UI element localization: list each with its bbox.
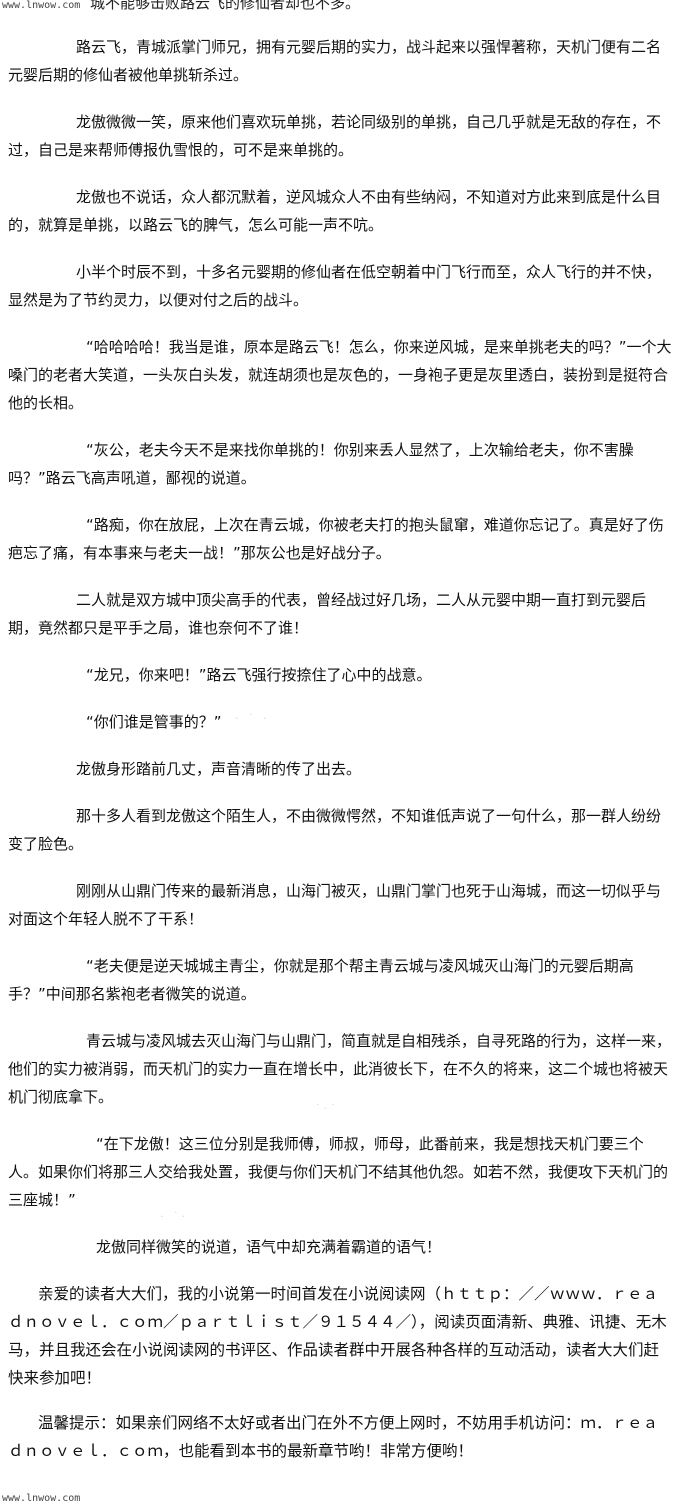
- tip-paragraph: 温馨提示：如果亲们网络不太好或者出门在外不方便上网时，不妨用手机访问：ｍ．ｒｅａ…: [8, 1414, 659, 1460]
- paragraph: “哈哈哈哈！我当是谁，原本是路云飞！怎么，你来逆风城，是来单挑老夫的吗？”一个大…: [8, 338, 672, 412]
- paragraph: 龙傲也不说话，众人都沉默着，逆风城众人不由有些纳闷，不知道对方此来到底是什么目的…: [8, 188, 662, 234]
- paragraph: “你们谁是管事的？”: [86, 713, 222, 731]
- paragraph: 刚刚从山鼎门传来的最新消息，山海门被灭，山鼎门掌门也死于山海城，而这一切似乎与对…: [8, 882, 662, 928]
- scan-noise: ˙·˙: [315, 1102, 339, 1115]
- promo-paragraph: 亲爱的读者大大们，我的小说第一时间首发在小说阅读网（ｈｔｔｐ：／／ｗｗｗ．ｒｅａ…: [8, 1285, 667, 1387]
- paragraph: “老夫便是逆天城城主青尘，你就是那个帮主青云城与凌风城灭山海门的元婴后期高手？”…: [8, 957, 634, 1003]
- watermark-top: www.lnwow.com: [2, 0, 81, 11]
- paragraph: 青云城与凌风城去灭山海门与山鼎门，简直就是自相残杀，自寻死路的行为，这样一来，他…: [8, 1032, 672, 1106]
- paragraph: 龙傲微微一笑，原来他们喜欢玩单挑，若论同级别的单挑，自己几乎就是无敌的存在，不过…: [8, 113, 662, 159]
- paragraph: “龙兄，你来吧！”路云飞强行按捺住了心中的战意。: [86, 666, 432, 684]
- scan-noise: · ˙ ·: [235, 712, 270, 725]
- paragraph: “在下龙傲！这三位分别是我师傅，师叔，师母，此番前来，我是想找天机门要三个人。如…: [8, 1135, 669, 1209]
- paragraph: 龙傲同样微笑的说道，语气中却充满着霸道的语气！: [96, 1238, 442, 1256]
- chapter-text: 路云飞，青城派掌门师兄，拥有元婴后期的实力，战斗起来以强悍著称，天机门便有二名元…: [8, 33, 672, 1465]
- watermark-bottom: www.lnwow.com: [2, 1493, 81, 1504]
- scan-noise: · ˙·: [160, 1210, 188, 1223]
- paragraph: 小半个时辰不到，十多名元婴期的修仙者在低空朝着中门飞行而至，众人飞行的并不快，显…: [8, 263, 662, 309]
- paragraph: “路痴，你在放屁，上次在青云城，你被老夫打的抱头鼠窜，难道你忘记了。真是好了伤疤…: [8, 516, 664, 562]
- paragraph: 路云飞，青城派掌门师兄，拥有元婴后期的实力，战斗起来以强悍著称，天机门便有二名元…: [8, 38, 662, 84]
- clipped-top-line: 城不能够击败路云飞的修仙者却也不多。: [90, 0, 361, 12]
- paragraph: 二人就是双方城中顶尖高手的代表，曾经战过好几场，二人从元婴中期一直打到元婴后期，…: [8, 591, 647, 637]
- paragraph: 那十多人看到龙傲这个陌生人，不由微微愕然，不知谁低声说了一句什么，那一群人纷纷变…: [8, 807, 662, 853]
- paragraph: “灰公，老夫今天不是来找你单挑的！你别来丢人显然了，上次输给老夫，你不害臊吗？”…: [8, 441, 634, 487]
- paragraph: 龙傲身形踏前几丈，声音清晰的传了出去。: [76, 760, 362, 778]
